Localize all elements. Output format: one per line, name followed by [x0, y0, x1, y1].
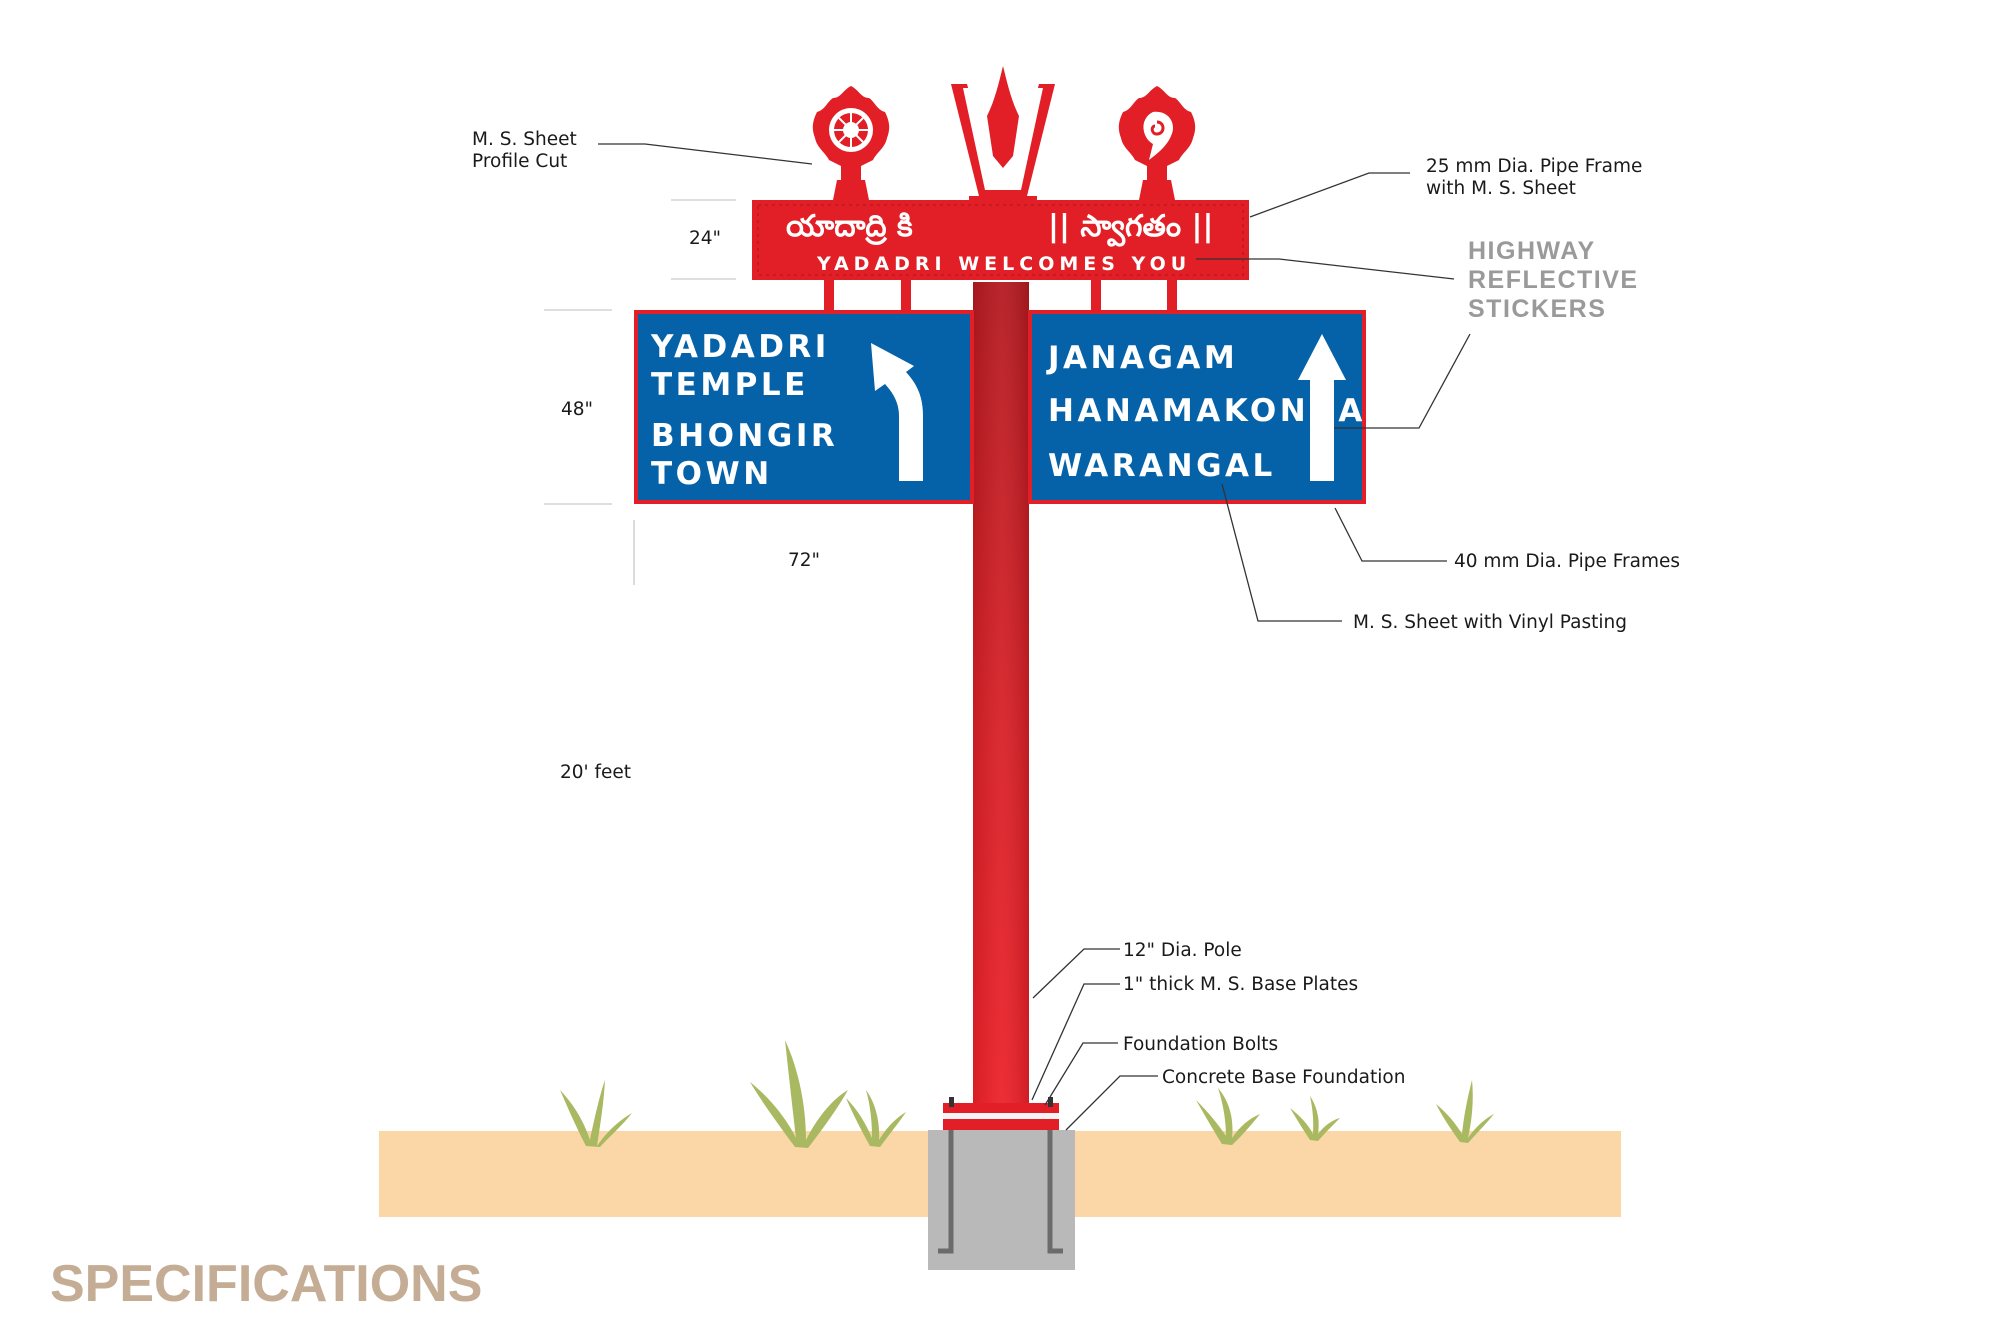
dimension-guides: [544, 199, 736, 585]
left-sign-line-4: TOWN: [651, 456, 773, 492]
concrete-foundation: [928, 1106, 1075, 1270]
header-panel-frame: [752, 200, 1249, 280]
grass-tuft-2: [750, 1040, 848, 1148]
leader-vinyl-pasting: [1221, 483, 1342, 622]
hanger-rod-3: [1091, 279, 1101, 313]
hanger-rod-1: [824, 279, 834, 313]
grass-tuft-6: [1436, 1080, 1494, 1143]
namam-base: [969, 196, 1037, 204]
grass-tuft-5: [1290, 1096, 1340, 1141]
foundation-bolt-left: [938, 1106, 954, 1254]
left-sign-line-2: TEMPLE: [651, 367, 809, 403]
left-direction-sign: YADADRI TEMPLE BHONGIR TOWN: [634, 310, 974, 504]
bolt-stub-right: [1048, 1097, 1053, 1107]
namam-emblem-icon: [951, 66, 1055, 204]
namam-outer: [951, 84, 1055, 196]
leader-sign-sticker: [1334, 333, 1471, 429]
annotation-profile-cut-line-1: M. S. Sheet: [472, 129, 577, 150]
grass-tuft-4: [1196, 1088, 1260, 1145]
header-telugu-left: యాదాద్రి కి: [786, 209, 913, 245]
conch-stand: [1139, 180, 1175, 200]
namam-flame: [987, 66, 1019, 168]
chakra-emblem-icon: [812, 86, 890, 200]
leader-header-sticker: [1196, 258, 1455, 280]
header-panel: యాదాద్రి కి || స్వాగతం || YADADRI WELCOM…: [752, 200, 1249, 280]
grass-tufts: [560, 1040, 1494, 1148]
left-sign-line-1: YADADRI: [650, 329, 830, 365]
leader-lines: [598, 143, 1471, 1131]
chakra-stand: [833, 180, 869, 200]
annotation-pipe-frame-25-line-2: with M. S. Sheet: [1426, 178, 1576, 199]
foundation-bolt-right: [1047, 1106, 1063, 1254]
annotation-concrete-base: Concrete Base Foundation: [1162, 1067, 1405, 1088]
annotation-pipe-frames-40: 40 mm Dia. Pipe Frames: [1454, 551, 1680, 572]
leader-profile-cut: [598, 143, 813, 165]
leader-concrete-base: [1065, 1075, 1158, 1131]
leader-pole-dia: [1032, 948, 1120, 999]
header-panel-texture: [757, 204, 1244, 276]
grass-tuft-3: [846, 1090, 906, 1147]
page-title: SPECIFICATIONS: [50, 1255, 482, 1313]
left-sign-line-3: BHONGIR: [651, 418, 838, 454]
right-direction-sign: JANAGAM HANAMAKONDA WARANGAL: [1028, 310, 1366, 504]
dim-label-header-height: 24": [689, 228, 721, 249]
dim-label-sign-height: 48": [561, 399, 593, 420]
hanger-rod-4: [1167, 279, 1177, 313]
dim-label-sign-width: 72": [788, 550, 820, 571]
chakra-spokes: [834, 113, 868, 147]
straight-arrow-up-icon: [1298, 334, 1346, 481]
leader-pipe-frames-40: [1334, 507, 1447, 562]
hanger-rod-2: [901, 279, 911, 313]
annotation-highway-stickers-line-3: STICKERS: [1468, 295, 1606, 323]
annotation-foundation-bolts: Foundation Bolts: [1123, 1034, 1278, 1055]
right-sign-panel: [1032, 314, 1362, 500]
dim-label-pole-height: 20' feet: [560, 762, 631, 783]
hanger-rods: [824, 279, 1177, 313]
leader-foundation-bolts: [1044, 1042, 1118, 1106]
header-subtitle: YADADRI WELCOMES YOU: [816, 253, 1191, 275]
annotation-vinyl-pasting: M. S. Sheet with Vinyl Pasting: [1353, 612, 1627, 633]
right-sign-line-2: HANAMAKONDA: [1048, 393, 1366, 429]
base-plates: [943, 1097, 1059, 1130]
conch-emblem-icon: [1118, 86, 1196, 200]
namam-white: [963, 88, 1043, 190]
leader-base-plates: [1031, 983, 1120, 1101]
grass-tuft-1: [560, 1080, 632, 1147]
annotation-profile-cut-line-2: Profile Cut: [472, 151, 567, 172]
annotation-pole-dia: 12" Dia. Pole: [1123, 940, 1242, 961]
annotation-pipe-frame-25-line-1: 25 mm Dia. Pipe Frame: [1426, 156, 1642, 177]
annotation-highway-stickers-line-1: HIGHWAY: [1468, 237, 1596, 265]
curved-arrow-up-left-icon: [871, 343, 923, 481]
right-sign-line-1: JANAGAM: [1046, 340, 1238, 376]
base-plate-top: [943, 1103, 1059, 1113]
base-plate-bottom: [943, 1119, 1059, 1130]
conch-swirl: [1150, 120, 1165, 136]
annotation-base-plates: 1" thick M. S. Base Plates: [1123, 974, 1358, 995]
base-plate-gap: [943, 1113, 1059, 1119]
bolt-stub-left: [949, 1097, 954, 1107]
annotation-highway-stickers-line-2: REFLECTIVE: [1468, 266, 1639, 294]
conch-shell: [1143, 111, 1173, 160]
right-sign-line-3: WARANGAL: [1048, 448, 1276, 484]
header-telugu-right: || స్వాగతం ||: [1048, 209, 1213, 247]
leader-pipe-frame-25: [1249, 172, 1410, 218]
main-pole-shade: [973, 282, 1029, 1110]
